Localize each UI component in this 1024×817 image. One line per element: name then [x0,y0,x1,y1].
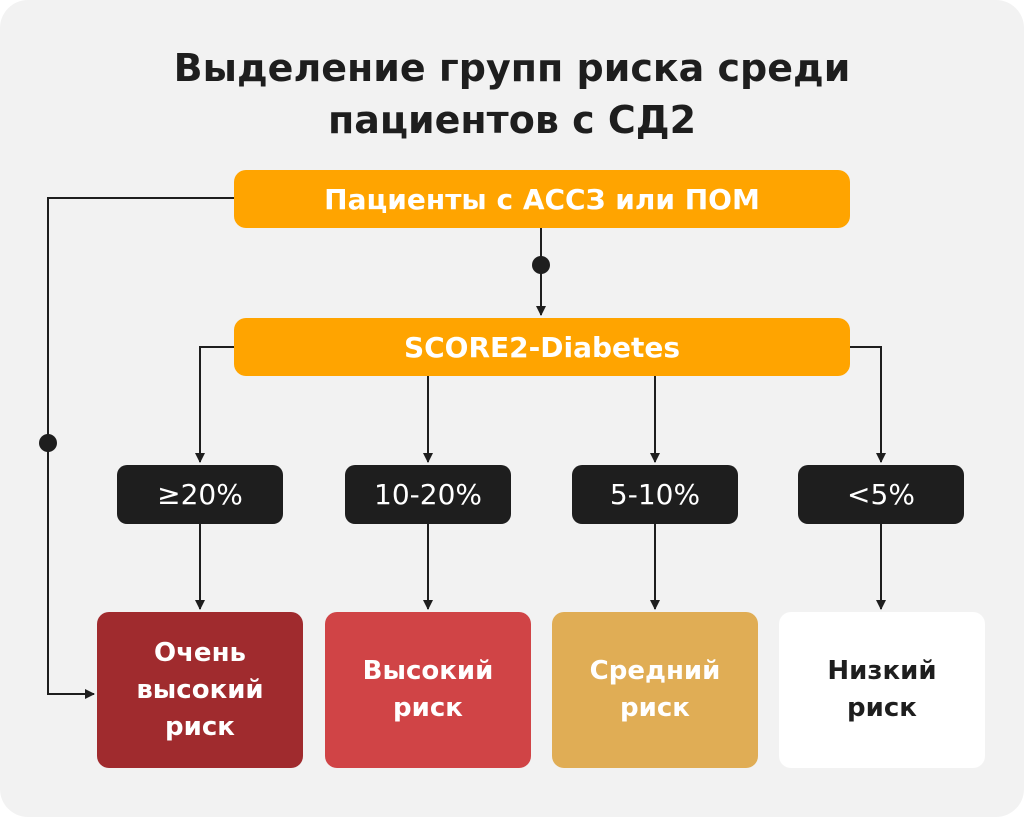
risk-card-high-label: Высокий риск [362,656,494,723]
threshold-3-label: 5-10% [609,478,701,511]
node-score-label: SCORE2-Diabetes [403,330,681,364]
branch-4 [850,346,886,463]
branch-1 [195,346,234,463]
threshold-1-label: ≥20% [157,478,243,511]
risk-card-very-high-label: Очень высокий риск [136,637,264,742]
risk-card-medium: Средний риск [552,612,758,768]
threshold-4-label: <5% [847,478,915,511]
risk-card-very-high: Очень высокий риск [97,612,303,768]
diagram-title: Выделение групп риска среди пациентов с … [173,46,851,142]
risk-card-medium-label: Средний риск [589,656,721,723]
node-score: SCORE2-Diabetes [234,318,850,376]
threshold-2-label: 10-20% [374,478,482,511]
risk-card-high: Высокий риск [325,612,531,768]
junction-dot-center [532,256,550,274]
threshold-2: 10-20% [345,465,511,524]
threshold-4: <5% [798,465,964,524]
threshold-3: 5-10% [572,465,738,524]
node-patients: Пациенты с АССЗ или ПОМ [234,170,850,228]
risk-card-low-label: Низкий риск [827,656,937,723]
threshold-1: ≥20% [117,465,283,524]
junction-dot-left [39,434,57,452]
node-patients-label: Пациенты с АССЗ или ПОМ [324,182,760,216]
risk-card-low: Низкий риск [779,612,985,768]
